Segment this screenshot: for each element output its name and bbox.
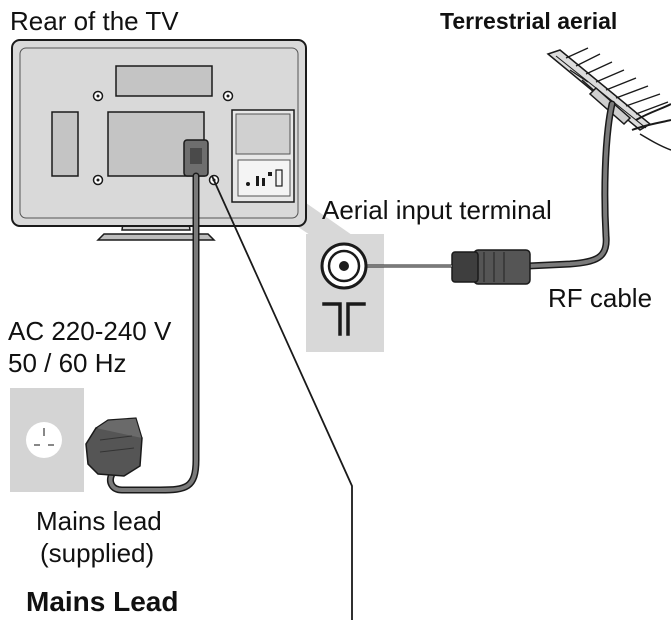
aerial-port-symbol: [322, 302, 366, 336]
ac-voltage-label: AC 220-240 V: [8, 316, 172, 346]
mains-socket-icon: [10, 388, 84, 492]
aerial-terminal-icon: [320, 242, 368, 290]
antenna-down-cable: [524, 100, 616, 270]
mains-plug-icon: [85, 417, 143, 477]
ac-frequency-label: 50 / 60 Hz: [8, 348, 127, 378]
mains-lead-label: Mains lead: [36, 506, 162, 536]
mains-lead-supplied-label: (supplied): [40, 538, 155, 568]
aerial-input-terminal-label: Aerial input terminal: [322, 195, 552, 225]
rear-of-tv-label: Rear of the TV: [10, 6, 179, 36]
terrestrial-aerial-label: Terrestrial aerial: [440, 8, 618, 34]
section-title: Mains Lead: [26, 586, 179, 617]
rf-plug-icon: [451, 249, 531, 285]
ac-inlet-leader-line: [211, 175, 353, 620]
tv-rear-icon: [11, 39, 307, 241]
rf-cable-label: RF cable: [548, 283, 653, 313]
